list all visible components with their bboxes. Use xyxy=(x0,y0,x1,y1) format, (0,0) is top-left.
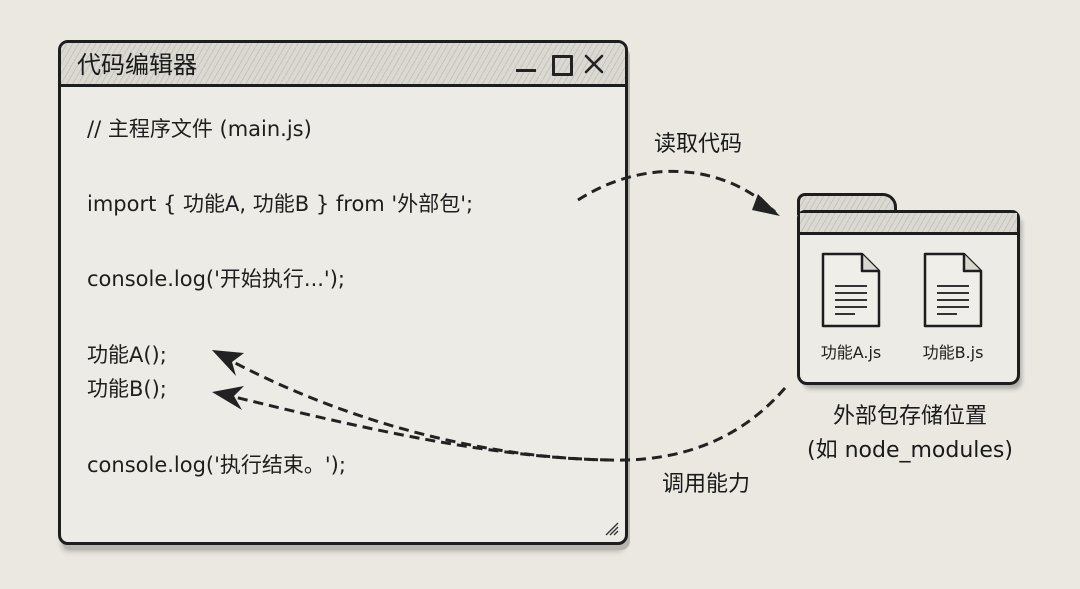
folder-header xyxy=(800,213,1017,235)
file-name: 功能B.js xyxy=(922,343,984,362)
package-folder: 功能A.js 功能B.js xyxy=(797,210,1020,385)
resize-grip-icon[interactable] xyxy=(603,520,619,536)
maximize-icon[interactable] xyxy=(549,53,573,76)
code-editor-window: 代码编辑器 // 主程序文件 (main.js) import { 功能A, 功… xyxy=(58,40,628,545)
document-icon xyxy=(821,252,881,328)
folder-caption: 外部包存储位置 (如 node_modules) xyxy=(790,400,1030,468)
folder-caption-subtitle: (如 node_modules) xyxy=(807,438,1013,463)
code-import-line: import { 功能A, 功能B } from '外部包'; xyxy=(87,192,474,216)
file-item-a[interactable]: 功能A.js xyxy=(818,251,884,363)
editor-titlebar: 代码编辑器 xyxy=(61,43,625,87)
document-icon xyxy=(923,252,983,328)
code-call-a-line: 功能A(); xyxy=(87,343,167,367)
close-icon[interactable] xyxy=(583,53,605,75)
code-log-start-line: console.log('开始执行...'); xyxy=(87,267,345,291)
editor-title: 代码编辑器 xyxy=(77,51,197,79)
minimize-icon[interactable] xyxy=(515,53,537,75)
window-controls xyxy=(515,53,605,76)
code-log-end-line: console.log('执行结束。'); xyxy=(87,453,346,477)
folder-caption-title: 外部包存储位置 xyxy=(832,404,987,429)
file-item-b[interactable]: 功能B.js xyxy=(920,251,986,363)
read-code-label: 读取代码 xyxy=(654,132,743,157)
code-call-b-line: 功能B(); xyxy=(87,377,167,401)
call-capability-label: 调用能力 xyxy=(662,472,751,497)
code-comment-line: // 主程序文件 (main.js) xyxy=(87,117,312,141)
file-name: 功能A.js xyxy=(820,343,882,362)
